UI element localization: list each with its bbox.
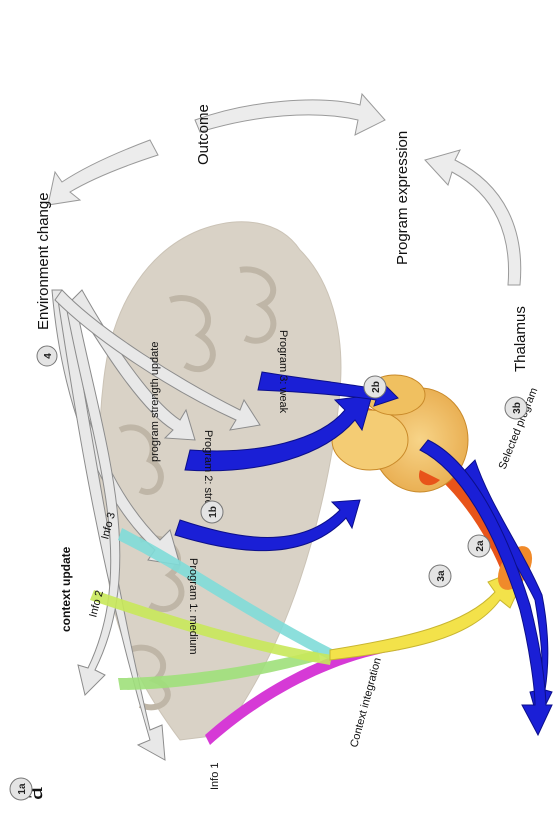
svg-text:1a: 1a (17, 783, 28, 795)
context-integration-label: Context integration (348, 656, 383, 748)
svg-text:4: 4 (43, 353, 54, 359)
program-strength-update-label: program strength update (149, 342, 161, 462)
svg-text:3b: 3b (512, 402, 523, 414)
program3-label: Program 3: weak (277, 330, 289, 414)
badge-1b: 1b (201, 501, 223, 523)
badge-2b: 2b (364, 376, 386, 398)
info1-label: Info 1 (209, 762, 221, 790)
program-expression-label: Program expression (394, 131, 411, 265)
svg-text:2a: 2a (475, 540, 486, 552)
badge-2a: 2a (468, 535, 490, 557)
outcome-label: Outcome (195, 104, 212, 165)
svg-text:2b: 2b (371, 381, 382, 393)
badge-3b: 3b (505, 397, 527, 419)
environment-change-label: Environment change (35, 192, 52, 330)
context-update-label: context update (59, 546, 73, 632)
thalamus-label: Thalamus (512, 306, 529, 372)
badge-3a: 3a (429, 565, 451, 587)
svg-text:1b: 1b (208, 506, 219, 518)
badge-1a: 1a (10, 778, 32, 800)
badge-4: 4 (37, 346, 57, 366)
svg-text:3a: 3a (436, 570, 447, 582)
program1-label: Program 1: medium (187, 558, 199, 655)
